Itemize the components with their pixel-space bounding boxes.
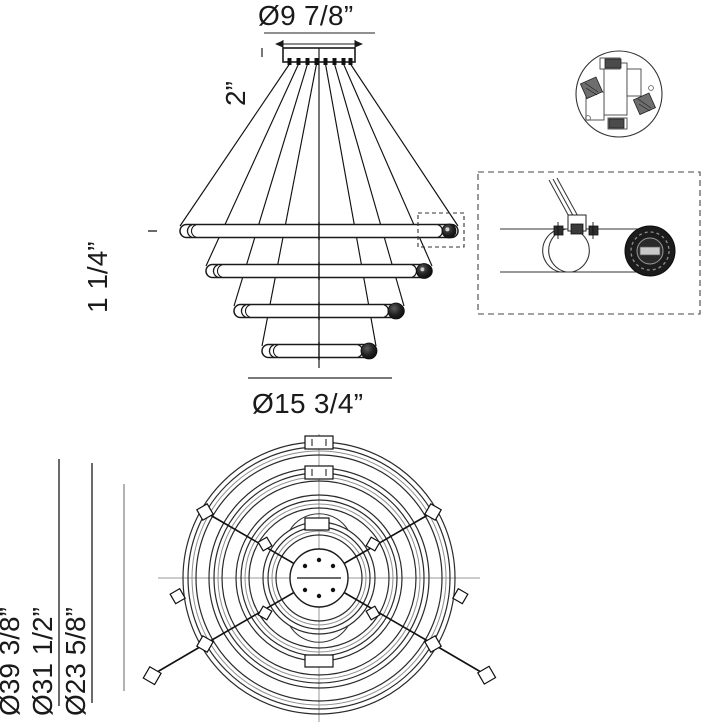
detail-plate-center [603,62,628,116]
ring-outer-endcap [441,223,457,239]
ring-second-left-cap2 [216,264,223,278]
detail-tube-joint-b [548,228,567,273]
detail-tube-joint-a [542,228,561,273]
detail-screw-left [585,115,591,121]
ring-inner-left-cap2 [272,344,279,358]
plan-conn-bottom [304,654,334,668]
ring-outer-endcap-highlight [445,227,450,232]
plan-cable-sw-ext [151,643,206,676]
cable-r4 [324,63,377,347]
ring-outer-left-cap [186,224,193,238]
ring-second-endcap [416,263,432,279]
ring-third-left-cap2 [244,304,251,318]
label-ring-d3: Ø23 5/8” [60,607,91,716]
plan-connector-blocks [142,502,497,686]
detail-cable-clamp [553,214,599,239]
plan-dimension-rules [58,459,125,706]
canopy-interior-detail [575,50,663,138]
detail-box-border [477,171,701,315]
plan-hub-anchors [302,557,336,599]
detail-hatching [584,82,652,112]
ring-third-left-cap [240,304,247,318]
ring-outer [179,222,459,240]
plan-conn-top-second [304,465,334,480]
plan-conn-top-inner [304,517,330,531]
ring-end-detail [477,171,701,315]
cable-r1 [350,63,459,227]
ring-end-callout-box [417,212,465,248]
label-ring-inner-diameter: Ø15 3/4” [252,388,364,419]
plan-connector-ticks [311,439,327,476]
label-ring-d2: Ø31 1/2” [27,607,58,716]
plan-cable-se-ext [432,643,487,676]
detail-plate-right [626,68,642,97]
ring-inner-endcap [360,342,378,360]
ring-second-endcap-highlight [420,267,425,272]
cable-l1 [179,63,290,227]
top-dimension-group [261,32,375,57]
plan-conn-top-outer [304,435,334,450]
ring-third [233,302,405,320]
ring-second-left-cap [212,264,219,278]
ring-inner [261,342,378,360]
detail-tube-joint-c [571,228,590,273]
ring-second [205,262,433,280]
ring-outer-left-cap2 [190,224,197,238]
detail-endcap [624,225,676,277]
plan-ring-inner [262,521,376,635]
label-ring-d1: Ø39 3/8” [0,607,25,716]
plan-hub [289,548,349,608]
label-canopy-diameter: Ø9 7/8” [258,0,354,31]
label-canopy-height: 2” [220,81,251,106]
canopy-cable-anchors [287,58,353,65]
plan-view [142,434,497,722]
ring-third-endcap [387,302,405,320]
cable-l4 [261,63,318,347]
plan-bracket-arcs [289,513,349,643]
label-ring-section: 1 1/4” [82,241,113,313]
ring-inner-left-cap [268,344,275,358]
detail-screw-right [648,85,654,91]
